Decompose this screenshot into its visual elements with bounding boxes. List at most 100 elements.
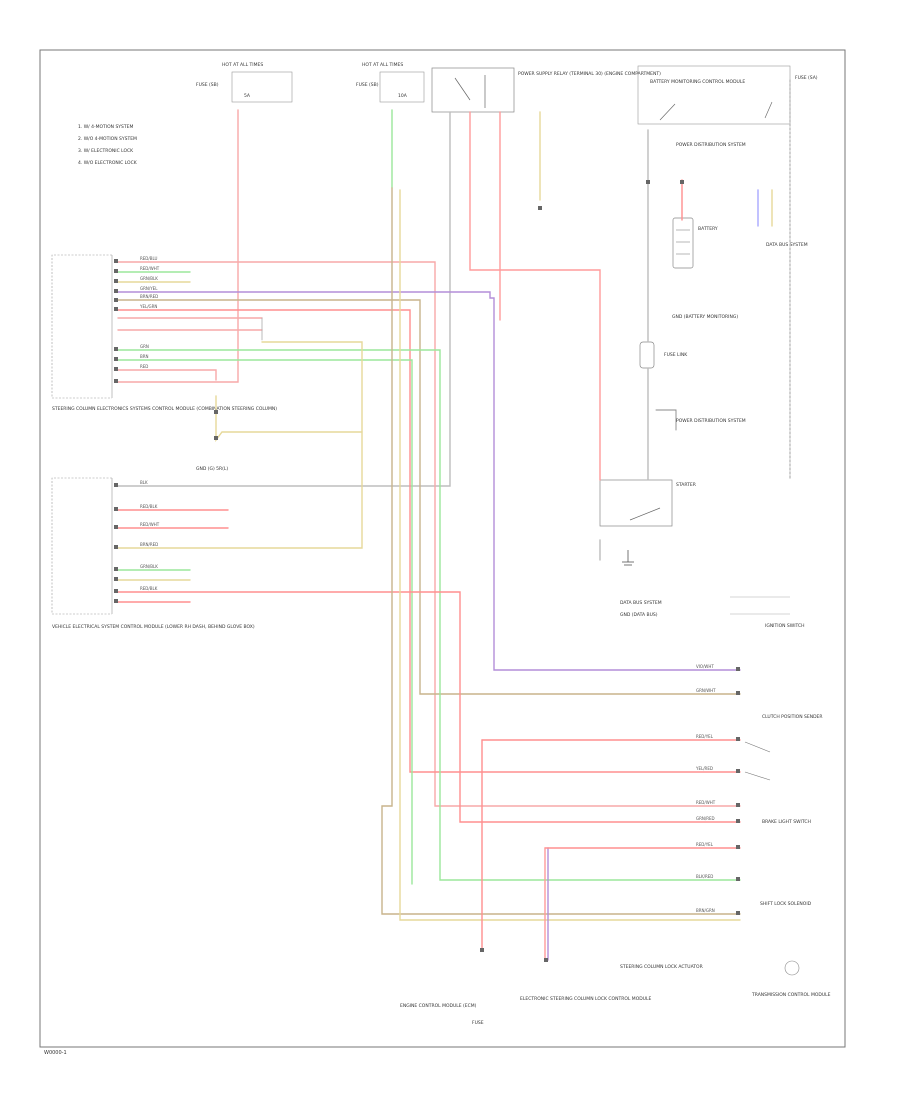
engine-module: ENGINE CONTROL MODULE (ECM) (400, 1003, 477, 1009)
wire-label-5: BRN/RED (140, 294, 158, 299)
wire-label-2: RED/WHT (140, 266, 160, 271)
steering-lock-label: STEERING COLUMN LOCK ACTUATOR (620, 964, 703, 970)
starter-label: STARTER (676, 482, 696, 488)
wire-label-24: BLK/RED (696, 874, 713, 879)
wire-label-8: BRN (140, 354, 149, 359)
wire-label-12: RED/WHT (140, 522, 160, 527)
gnd-data-label: GND (DATA BUS) (620, 612, 658, 618)
wire-labels: RED/BLU RED/WHT GRN/BLK GRN/YEL BRN/RED … (139, 256, 716, 913)
legend-item-4: 4. W/O ELECTRONIC LOCK (78, 160, 138, 166)
hot-at-all-times-a: HOT AT ALL TIMES FUSE (SB) 5A (196, 62, 293, 103)
shift-lock-label: SHIFT LOCK SOLENOID (760, 901, 812, 907)
power-supply-relay: POWER SUPPLY RELAY (TERMINAL 30) (ENGINE… (431, 67, 661, 113)
wire-label-9: RED (140, 364, 148, 369)
shift-lock: SHIFT LOCK SOLENOID (760, 901, 812, 907)
wire-label-17: GRN/WHT (696, 688, 716, 693)
vehicle-module-label: VEHICLE ELECTRICAL SYSTEM CONTROL MODULE… (52, 624, 255, 630)
steering-column-module: STEERING COLUMN ELECTRONICS SYSTEMS CONT… (51, 254, 277, 412)
fuse-a-label: FUSE (SB) (196, 82, 219, 88)
wire-label-10: BLK (140, 480, 148, 485)
ignition-switch-label: IGNITION SWITCH (765, 623, 805, 629)
power-supply-relay-label: POWER SUPPLY RELAY (TERMINAL 30) (ENGINE… (518, 71, 661, 77)
diagram-border (39, 49, 846, 1048)
wire-bus-1 (117, 261, 741, 807)
wire-label-4: GRN/YEL (140, 286, 158, 291)
wire-fuse-a (117, 109, 239, 383)
data-bus-right: DATA BUS SYSTEM (766, 242, 808, 248)
power-dist-b-label: POWER DISTRIBUTION SYSTEM (676, 418, 746, 424)
data-bus-a-label: DATA BUS SYSTEM (766, 242, 808, 248)
brake-switch-label: BRAKE LIGHT SWITCH (762, 819, 811, 825)
wire-label-19: RED/YEL (696, 734, 714, 739)
battery-label: BATTERY (698, 226, 718, 232)
vehicle-electrical-module: VEHICLE ELECTRICAL SYSTEM CONTROL MODULE… (51, 477, 255, 630)
fuse-b-rating: 10A (398, 93, 408, 99)
wire-label-3: GRN/BLK (140, 276, 158, 281)
electronic-steering-module: ELECTRONIC STEERING COLUMN LOCK CONTROL … (472, 996, 651, 1026)
power-dist-a-label: POWER DISTRIBUTION SYSTEM (676, 142, 746, 148)
engine-module-label: ENGINE CONTROL MODULE (ECM) (400, 1003, 477, 1009)
wires (117, 79, 791, 961)
wire-bus-11 (117, 369, 217, 381)
page-code: W0000-1 (44, 1050, 67, 1056)
wire-bus-9 (117, 349, 741, 881)
wire-gnd-left (215, 395, 363, 443)
fuse-b-label: FUSE (SB) (356, 82, 379, 88)
battery: BATTERY GND (BATTERY MONITORING) (672, 217, 738, 320)
wire-bus-5 (117, 299, 741, 695)
wire-label-25: BRN/GRN (696, 908, 715, 913)
wire-label-23: RED/YEL (696, 842, 714, 847)
wire-gray-ign2 (655, 409, 677, 431)
electronic-steering-label: ELECTRONIC STEERING COLUMN LOCK CONTROL … (520, 996, 651, 1002)
wire-relay-gray (117, 111, 451, 487)
wire-label-20: YEL/RED (695, 766, 713, 771)
wire-bus-12 (117, 341, 363, 549)
wire-bus-6 (117, 309, 741, 773)
wire-v-yellow (399, 189, 741, 921)
wire-label-7: GRN (140, 344, 149, 349)
gnd-data: GND (DATA BUS) (620, 612, 658, 618)
wire-label-13: BRN/RED (140, 542, 158, 547)
battery-monitor-label: BATTERY MONITORING CONTROL MODULE (650, 79, 745, 85)
wire-relay-1 (469, 111, 601, 481)
wire-bus-10 (117, 359, 413, 885)
hot-at-all-times-b: HOT AT ALL TIMES FUSE (SB) 10A (356, 62, 425, 103)
power-distribution: POWER DISTRIBUTION SYSTEM POWER DISTRIBU… (676, 142, 746, 424)
clutch-switch: CLUTCH POSITION SENDER (744, 714, 823, 781)
starter: STARTER (599, 479, 696, 566)
wire-label-22: GRN/RED (696, 816, 715, 821)
wire-label-1: RED/BLU (140, 256, 158, 261)
transmission-module-label: TRANSMISSION CONTROL MODULE (751, 992, 831, 998)
legend: 1. W/ 4-MOTION SYSTEM 2. W/O 4-MOTION SY… (78, 124, 138, 166)
wire-label-16: RED/BLK (140, 586, 158, 591)
transmission-module: TRANSMISSION CONTROL MODULE (751, 960, 831, 998)
wire-bus-4 (117, 291, 741, 671)
hot-label-b: HOT AT ALL TIMES (362, 62, 403, 68)
wire-label-14: VIO/WHT (696, 664, 714, 669)
wire-label-21: RED/WHT (696, 800, 716, 805)
hot-label-a: HOT AT ALL TIMES (222, 62, 263, 68)
wire-lower-5 (117, 591, 741, 823)
fuse-a-rating: 5A (244, 93, 251, 99)
data-bus-b-label: DATA BUS SYSTEM (620, 600, 662, 606)
connector-pins (114, 180, 740, 962)
steering-lock-actuator: STEERING COLUMN LOCK ACTUATOR (620, 964, 703, 970)
wire-label-11: RED/BLK (140, 504, 158, 509)
gnd-battery-label: GND (BATTERY MONITORING) (672, 314, 738, 320)
fuse-bottom-label: FUSE (472, 1020, 484, 1026)
gnd-left-label: GND (G) 5R(L) (196, 466, 228, 472)
wire-label-15: GRN/BLK (140, 564, 158, 569)
clutch-switch-label: CLUTCH POSITION SENDER (762, 714, 823, 720)
gnd-left: GND (G) 5R(L) (196, 466, 228, 472)
legend-item-3: 3. W/ ELECTRONIC LOCK (78, 148, 134, 154)
fuse-link: FUSE LINK (639, 341, 688, 369)
data-bus-lower: DATA BUS SYSTEM IGNITION SWITCH (620, 596, 805, 629)
wire-v-green (381, 187, 741, 915)
steering-module-label: STEERING COLUMN ELECTRONICS SYSTEMS CONT… (52, 406, 277, 412)
battery-monitoring-module: BATTERY MONITORING CONTROL MODULE FUSE (… (637, 65, 818, 125)
legend-item-1: 1. W/ 4-MOTION SYSTEM (78, 124, 133, 130)
fuse-box-label: FUSE LINK (664, 352, 688, 358)
wire-label-6: YEL/GRN (139, 304, 157, 309)
